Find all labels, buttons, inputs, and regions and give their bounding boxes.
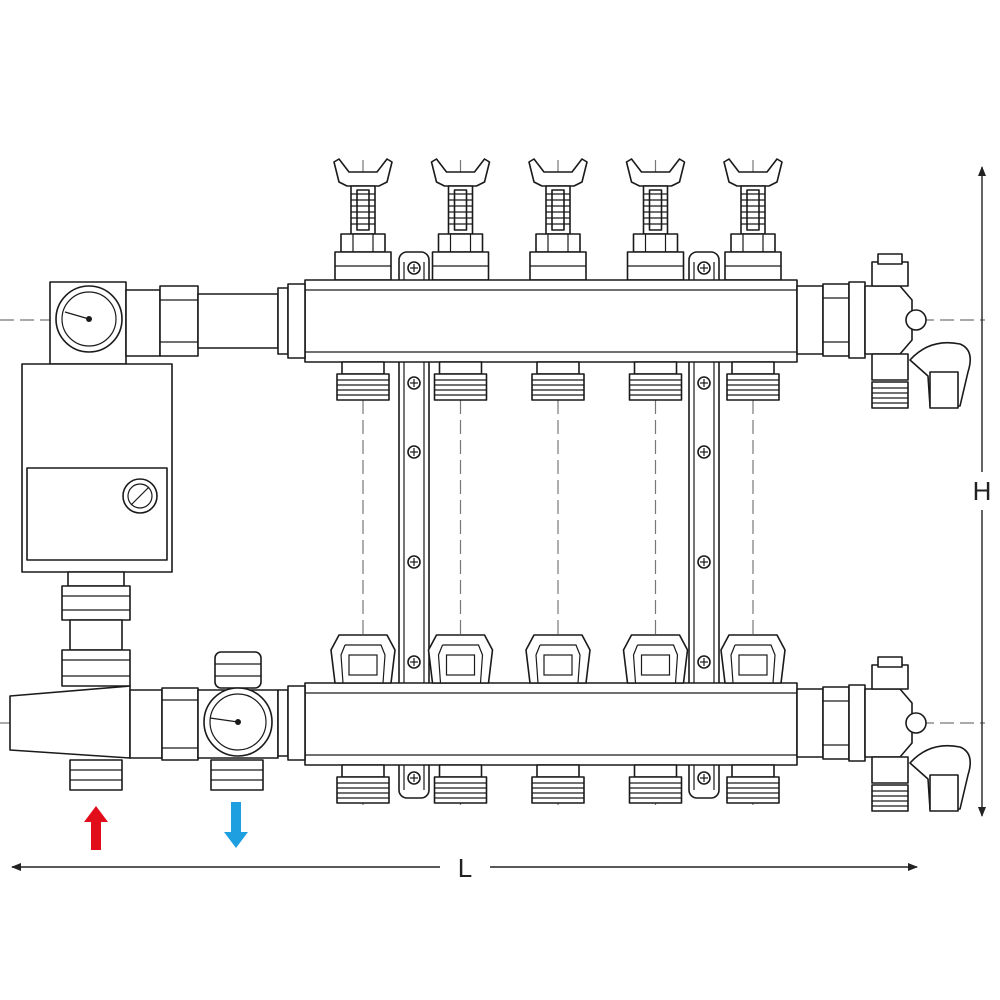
dimension-length: L xyxy=(11,853,918,883)
flow-meter-cap xyxy=(720,634,786,684)
dimension-height: H xyxy=(973,166,992,817)
valve-stem xyxy=(723,158,783,281)
outlet-connectors xyxy=(336,361,780,804)
return-manifold-bar xyxy=(304,682,798,766)
left-assembly xyxy=(9,281,306,791)
bracket-screws xyxy=(407,261,711,785)
air-vent-icon xyxy=(796,656,971,812)
dimension-label-l: L xyxy=(458,853,472,883)
screw-icon xyxy=(697,655,711,669)
outlet-connector xyxy=(726,764,780,804)
supply-manifold-bar xyxy=(304,279,798,363)
screw-icon xyxy=(697,445,711,459)
outlet-connector xyxy=(628,361,683,401)
outlet-connector xyxy=(726,361,780,401)
air-vent-icon xyxy=(796,253,971,409)
screw-icon xyxy=(407,261,421,275)
pressure-gauge-icon xyxy=(55,285,123,353)
valve-stem xyxy=(430,158,491,281)
return-flow-caps xyxy=(330,634,786,684)
outlet-connector xyxy=(336,361,390,401)
screw-icon xyxy=(407,445,421,459)
flow-meter-cap xyxy=(525,634,591,684)
screw-icon xyxy=(697,261,711,275)
flow-arrow-down-icon xyxy=(224,802,248,848)
right-air-vents xyxy=(796,253,971,812)
screw-icon xyxy=(122,478,158,514)
outlet-connector xyxy=(433,361,488,401)
screw-icon xyxy=(407,655,421,669)
screw-icon xyxy=(407,376,421,390)
screw-icon xyxy=(407,771,421,785)
pressure-gauge-icon xyxy=(203,687,273,757)
outlet-connector xyxy=(433,764,488,804)
outlet-connector xyxy=(531,361,585,401)
dimension-label-h: H xyxy=(973,476,992,506)
valve-stem xyxy=(333,158,393,281)
screw-icon xyxy=(697,376,711,390)
flow-meter-cap xyxy=(622,634,689,684)
flow-meter-cap xyxy=(330,634,396,684)
screw-icon xyxy=(697,771,711,785)
outlet-connector xyxy=(336,764,390,804)
screw-icon xyxy=(697,555,711,569)
valve-stem xyxy=(528,158,588,281)
outlet-connector xyxy=(628,764,683,804)
valve-stem xyxy=(625,158,686,281)
pump-unit xyxy=(21,363,173,573)
screw-icon xyxy=(407,555,421,569)
outlet-connector xyxy=(531,764,585,804)
flow-meter-cap xyxy=(427,634,494,684)
top-valve-row xyxy=(333,158,783,281)
flow-arrow-up-icon xyxy=(84,806,108,850)
